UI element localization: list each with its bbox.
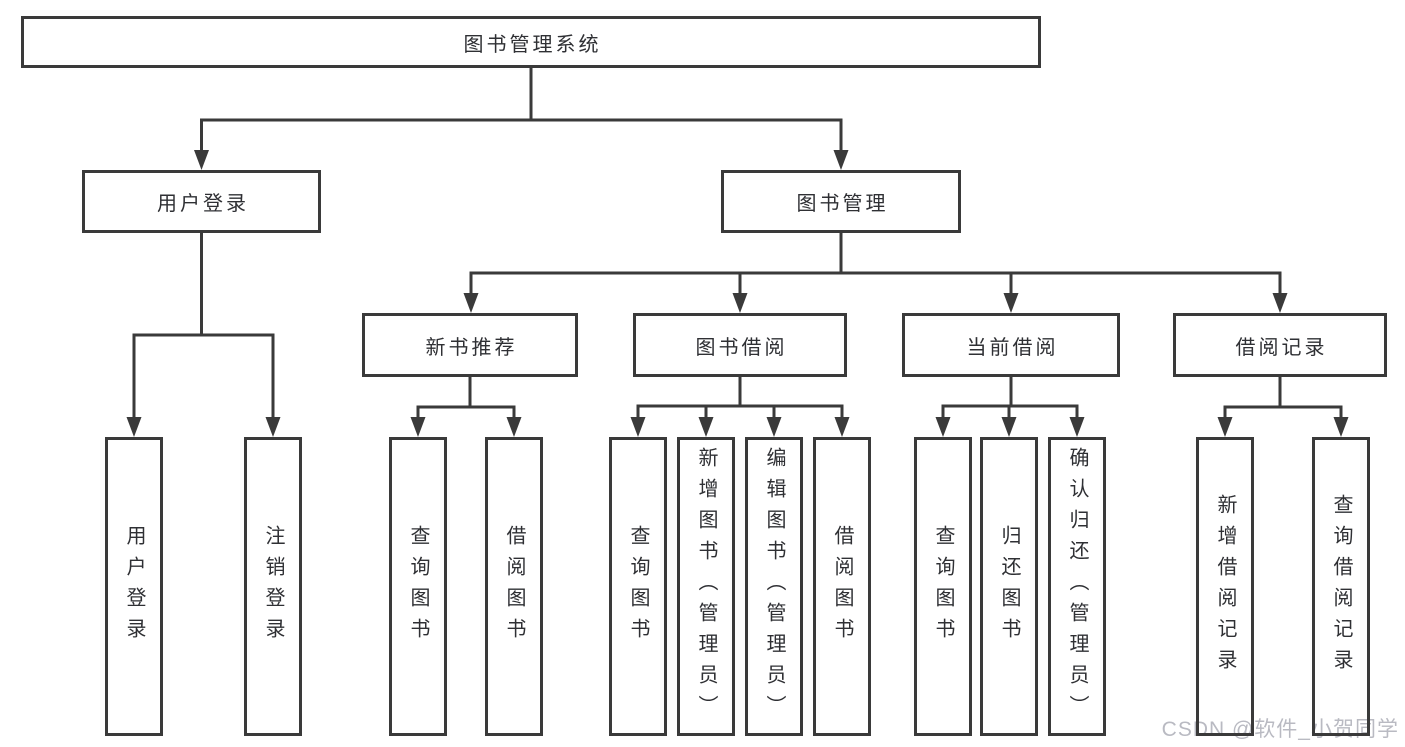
leaf-add-books-admin: 新增图书（管理员）	[677, 437, 735, 736]
leaf-query-books-recommend: 查询图书	[389, 437, 447, 736]
node-borrow-records: 借阅记录	[1173, 313, 1387, 377]
connector-book-borrow-to-leaves	[630, 377, 850, 437]
node-book-borrow: 图书借阅	[633, 313, 847, 377]
connector-root-to-level2	[194, 68, 849, 170]
connector-borrow-records-to-leaves	[1217, 377, 1349, 437]
node-user-login: 用户登录	[82, 170, 321, 233]
node-library-system: 图书管理系统	[21, 16, 1041, 68]
node-current-borrow: 当前借阅	[902, 313, 1120, 377]
connector-current-borrow-to-leaves	[935, 377, 1085, 437]
leaf-borrow-books-recommend: 借阅图书	[485, 437, 543, 736]
leaf-user-login: 用户登录	[105, 437, 163, 736]
leaf-confirm-return-admin: 确认归还（管理员）	[1048, 437, 1106, 736]
leaf-borrow-books: 借阅图书	[813, 437, 871, 736]
connector-book-management-to-level3	[463, 233, 1288, 313]
connector-user-login-to-leaves	[126, 233, 281, 437]
leaf-query-books-borrow: 查询图书	[609, 437, 667, 736]
node-new-book-recommend: 新书推荐	[362, 313, 578, 377]
leaf-logout: 注销登录	[244, 437, 302, 736]
leaf-query-borrow-record: 查询借阅记录	[1312, 437, 1370, 736]
node-book-management: 图书管理	[721, 170, 961, 233]
connector-new-book-to-leaves	[410, 377, 522, 437]
leaf-add-borrow-record: 新增借阅记录	[1196, 437, 1254, 736]
leaf-return-books: 归还图书	[980, 437, 1038, 736]
leaf-edit-books-admin: 编辑图书（管理员）	[745, 437, 803, 736]
leaf-query-books-current: 查询图书	[914, 437, 972, 736]
